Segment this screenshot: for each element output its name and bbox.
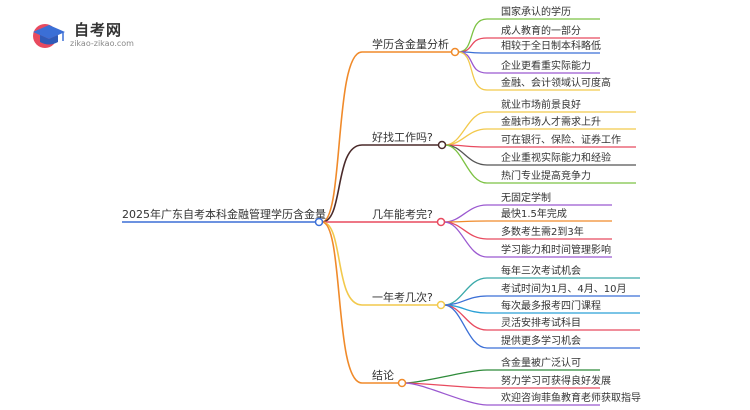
- logo-subtitle: zikao-zikao.com: [70, 39, 134, 48]
- connector-root-branch-0: [321, 51, 452, 223]
- child-node-4-1[interactable]: 努力学习可获得良好发展: [501, 374, 611, 387]
- child-label-1-4: 热门专业提高竞争力: [501, 169, 591, 182]
- branch-label-4: 结论: [372, 368, 394, 382]
- child-node-1-3[interactable]: 企业重视实际能力和经验: [501, 151, 611, 164]
- branch-node-1[interactable]: 好找工作吗?: [372, 130, 447, 150]
- child-node-1-2[interactable]: 可在银行、保险、证券工作: [501, 133, 621, 146]
- connector-branch-4-child-2: [404, 382, 600, 406]
- root-label: 2025年广东自考本科金融管理学历含金量: [122, 207, 326, 221]
- child-label-2-1: 最快1.5年完成: [501, 207, 567, 220]
- child-label-2-0: 无固定学制: [501, 191, 551, 204]
- branch-node-2[interactable]: 几年能考完?: [372, 207, 446, 227]
- child-label-0-3: 企业更看重实际能力: [501, 59, 591, 72]
- child-node-4-0[interactable]: 含金量被广泛认可: [501, 356, 581, 369]
- child-node-0-4[interactable]: 金融、会计领域认可度高: [501, 76, 611, 89]
- child-label-2-2: 多数考生需2到3年: [501, 225, 584, 238]
- root-node[interactable]: 2025年广东自考本科金融管理学历含金量: [122, 207, 326, 227]
- child-label-4-1: 努力学习可获得良好发展: [501, 374, 611, 387]
- branch-node-4[interactable]: 结论: [372, 368, 407, 388]
- branch-node-0[interactable]: 学历含金量分析: [372, 37, 460, 57]
- child-node-3-0[interactable]: 每年三次考试机会: [501, 264, 581, 277]
- child-label-0-2: 相较于全日制本科略低: [501, 39, 601, 52]
- connector-branch-4-child-0: [404, 369, 600, 384]
- child-label-2-3: 学习能力和时间管理影响: [501, 243, 611, 256]
- child-label-1-0: 就业市场前景良好: [501, 98, 581, 111]
- child-label-3-4: 提供更多学习机会: [501, 334, 581, 347]
- child-label-3-3: 灵活安排考试科目: [501, 316, 581, 329]
- connector-root-branch-4: [321, 221, 399, 384]
- child-node-0-2[interactable]: 相较于全日制本科略低: [501, 39, 601, 52]
- child-node-1-4[interactable]: 热门专业提高竞争力: [501, 169, 591, 182]
- connector-branch-3-child-4: [443, 304, 640, 349]
- child-label-1-1: 金融市场人才需求上升: [501, 115, 601, 128]
- child-label-1-2: 可在银行、保险、证券工作: [501, 133, 621, 146]
- logo-title: 自考网: [74, 21, 123, 39]
- child-node-2-1[interactable]: 最快1.5年完成: [501, 207, 567, 220]
- connector-branch-0-child-4: [457, 51, 600, 91]
- branch-label-2: 几年能考完?: [372, 207, 433, 221]
- child-label-3-0: 每年三次考试机会: [501, 264, 581, 277]
- child-label-1-3: 企业重视实际能力和经验: [501, 151, 611, 164]
- child-node-2-3[interactable]: 学习能力和时间管理影响: [501, 243, 611, 256]
- child-node-4-2[interactable]: 欢迎咨询菲鱼教育老师获取指导: [501, 391, 641, 404]
- child-node-0-0[interactable]: 国家承认的学历: [501, 5, 571, 18]
- child-node-2-2[interactable]: 多数考生需2到3年: [501, 225, 584, 238]
- child-node-2-0[interactable]: 无固定学制: [501, 191, 551, 204]
- connector-branch-2-child-1: [443, 220, 612, 223]
- branch-label-0: 学历含金量分析: [372, 37, 449, 51]
- child-node-3-4[interactable]: 提供更多学习机会: [501, 334, 581, 347]
- child-label-4-0: 含金量被广泛认可: [501, 356, 581, 369]
- child-node-3-3[interactable]: 灵活安排考试科目: [501, 316, 581, 329]
- child-node-3-2[interactable]: 每次最多报考四门课程: [501, 299, 601, 312]
- connector-branch-2-child-3: [443, 221, 612, 258]
- connector-branch-0-child-2: [457, 51, 600, 54]
- child-node-0-3[interactable]: 企业更看重实际能力: [501, 59, 591, 72]
- child-node-0-1[interactable]: 成人教育的一部分: [501, 24, 581, 37]
- branch-hub-2: [436, 217, 446, 227]
- branch-label-3: 一年考几次?: [372, 290, 433, 304]
- branch-node-3[interactable]: 一年考几次?: [372, 290, 446, 310]
- connector-branch-1-child-4: [444, 144, 636, 184]
- child-label-3-1: 考试时间为1月、4月、10月: [501, 282, 626, 295]
- child-label-0-4: 金融、会计领域认可度高: [501, 76, 611, 89]
- child-node-1-0[interactable]: 就业市场前景良好: [501, 98, 581, 111]
- site-logo[interactable]: 自考网 zikao-zikao.com: [30, 18, 150, 52]
- child-label-0-1: 成人教育的一部分: [501, 24, 581, 37]
- child-node-3-1[interactable]: 考试时间为1月、4月、10月: [501, 282, 626, 295]
- connector-root-branch-1: [321, 144, 439, 223]
- branch-hub-3: [436, 300, 446, 310]
- root-hub: [314, 217, 324, 227]
- branch-hub-0: [450, 47, 460, 57]
- connector-branch-4-child-1: [404, 382, 600, 389]
- graduation-cap-icon: [33, 24, 65, 48]
- branch-hub-4: [397, 378, 407, 388]
- child-node-1-1[interactable]: 金融市场人才需求上升: [501, 115, 601, 128]
- branch-hub-1: [437, 140, 447, 150]
- connector-root-branch-3: [321, 221, 438, 306]
- branch-label-1: 好找工作吗?: [372, 130, 433, 144]
- child-label-4-2: 欢迎咨询菲鱼教育老师获取指导: [501, 391, 641, 404]
- child-label-3-2: 每次最多报考四门课程: [501, 299, 601, 312]
- child-label-0-0: 国家承认的学历: [501, 5, 571, 18]
